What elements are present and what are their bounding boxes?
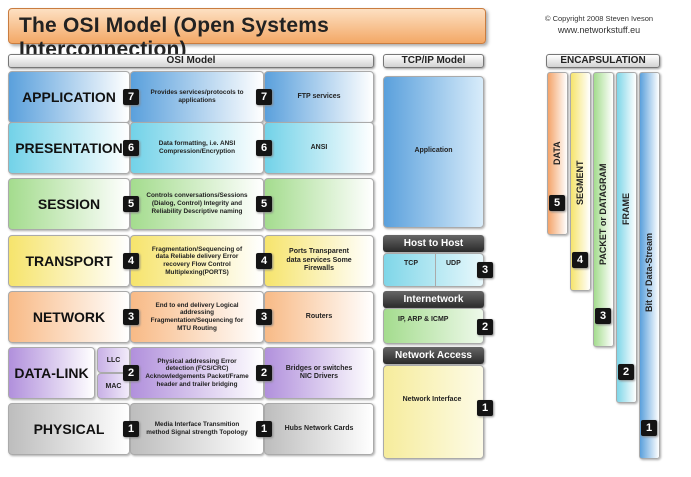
website: www.networkstuff.eu bbox=[557, 25, 641, 35]
encapsulation-number: 5 bbox=[549, 195, 565, 211]
tcp-udp-divider bbox=[435, 254, 436, 286]
osi-layer-number-right: 3 bbox=[256, 309, 272, 325]
tcp-label: TCP bbox=[404, 260, 418, 267]
tcpip-application-label: Application bbox=[414, 147, 453, 154]
osi-layer-description-text: Data formatting, i.e. ANSI Compression/E… bbox=[158, 140, 236, 155]
osi-layer-examples: Hubs Network Cards bbox=[264, 403, 374, 455]
osi-layer-description-text: Controls conversations/Sessions (Dialog,… bbox=[146, 192, 248, 215]
osi-layer-examples-text: Ports Transparent data services Some Fir… bbox=[286, 248, 352, 273]
encapsulation-number: 2 bbox=[618, 364, 634, 380]
encapsulation-header: ENCAPSULATION bbox=[546, 54, 660, 68]
osi-layer-number: 6 bbox=[123, 140, 139, 156]
osi-layer-description: Physical addressing Error detection (FCS… bbox=[130, 347, 264, 399]
osi-layer-name-session: SESSION bbox=[8, 178, 130, 230]
osi-layer-examples-text: Hubs Network Cards bbox=[284, 424, 354, 432]
internetwork-block: IP, ARP & ICMP 2 bbox=[383, 308, 493, 344]
encapsulation-number: 3 bbox=[595, 308, 611, 324]
osi-layer-description-text: End to end delivery Logical addressing F… bbox=[150, 301, 244, 332]
osi-layer-description: Fragmentation/Sequencing of data Reliabl… bbox=[130, 235, 264, 287]
internetwork-number: 2 bbox=[477, 319, 493, 335]
encapsulation-number: 1 bbox=[641, 420, 657, 436]
osi-layer-description-text: Media Interface Transmition method Signa… bbox=[146, 421, 248, 436]
internetwork-label: IP, ARP & ICMP bbox=[398, 316, 449, 323]
osi-layer-number: 1 bbox=[123, 421, 139, 437]
osi-model-header: OSI Model bbox=[8, 54, 374, 68]
osi-layer-examples: Ports Transparent data services Some Fir… bbox=[264, 235, 374, 287]
osi-layer-name-transport: TRANSPORT bbox=[8, 235, 130, 287]
osi-layer-number: 4 bbox=[123, 253, 139, 269]
encapsulation-number: 4 bbox=[572, 252, 588, 268]
osi-layer-description: Data formatting, i.e. ANSI Compression/E… bbox=[130, 122, 264, 174]
tcpip-model-header: TCP/IP Model bbox=[383, 54, 484, 68]
osi-layer-description: Controls conversations/Sessions (Dialog,… bbox=[130, 178, 264, 230]
osi-layer-number-right: 6 bbox=[256, 140, 272, 156]
osi-layer-examples-text: Bridges or switches NIC Drivers bbox=[285, 364, 353, 380]
osi-layer-examples: Bridges or switches NIC Drivers bbox=[264, 347, 374, 399]
host-to-host-block: TCP UDP 3 bbox=[383, 253, 493, 287]
encapsulation-bar-5 bbox=[639, 72, 660, 459]
network-access-header: Network Access bbox=[383, 347, 484, 364]
encapsulation-label: FRAME bbox=[621, 193, 631, 225]
network-access-number: 1 bbox=[477, 400, 493, 416]
osi-layer-name-presentation: PRESENTATION bbox=[8, 122, 130, 174]
osi-layer-name-data-link: DATA-LINK bbox=[8, 347, 95, 399]
osi-layer-description-text: Provides services/protocols to applicati… bbox=[150, 89, 244, 104]
osi-layer-number: 7 bbox=[123, 89, 139, 105]
encapsulation-label: SEGMENT bbox=[575, 160, 585, 205]
osi-layer-examples bbox=[264, 178, 374, 230]
osi-layer-number: 5 bbox=[123, 196, 139, 212]
osi-layer-name-physical: PHYSICAL bbox=[8, 403, 130, 455]
network-access-block: Network Interface 1 bbox=[383, 365, 493, 459]
encapsulation-label: PACKET or DATAGRAM bbox=[598, 163, 608, 266]
osi-layer-examples: ANSI bbox=[264, 122, 374, 174]
osi-layer-number-right: 7 bbox=[256, 89, 272, 105]
osi-layer-description-text: Fragmentation/Sequencing of data Reliabl… bbox=[151, 245, 243, 276]
osi-layer-name-application: APPLICATION bbox=[8, 71, 130, 123]
tcpip-application-block: Application bbox=[383, 76, 484, 228]
osi-layer-number-right: 5 bbox=[256, 196, 272, 212]
osi-layer-name-network: NETWORK bbox=[8, 291, 130, 343]
internetwork-header: Internetwork bbox=[383, 291, 484, 308]
encapsulation-bar-1 bbox=[547, 72, 568, 235]
encapsulation-label: DATA bbox=[552, 141, 562, 165]
osi-layer-description: Media Interface Transmition method Signa… bbox=[130, 403, 264, 455]
host-to-host-header: Host to Host bbox=[383, 235, 484, 252]
encapsulation-bar-3 bbox=[593, 72, 614, 347]
sublayer-llc: LLC bbox=[97, 347, 130, 373]
network-access-label: Network Interface bbox=[402, 396, 462, 403]
udp-label: UDP bbox=[446, 260, 461, 267]
osi-layer-examples-text: ANSI bbox=[310, 143, 328, 151]
osi-layer-number: 3 bbox=[123, 309, 139, 325]
osi-layer-examples-text: Routers bbox=[305, 312, 333, 320]
page-title: The OSI Model (Open Systems Interconnect… bbox=[8, 8, 486, 61]
osi-layer-number-right: 2 bbox=[256, 365, 272, 381]
encapsulation-bar-2 bbox=[570, 72, 591, 291]
osi-layer-description: End to end delivery Logical addressing F… bbox=[130, 291, 264, 343]
osi-layer-description: Provides services/protocols to applicati… bbox=[130, 71, 264, 123]
osi-layer-examples: Routers bbox=[264, 291, 374, 343]
encapsulation-bar-4 bbox=[616, 72, 637, 403]
copyright: © Copyright 2008 Steven Iveson bbox=[544, 14, 654, 23]
osi-layer-examples: FTP services bbox=[264, 71, 374, 123]
osi-layer-number: 2 bbox=[123, 365, 139, 381]
osi-layer-number-right: 4 bbox=[256, 253, 272, 269]
osi-layer-examples-text: FTP services bbox=[297, 92, 341, 100]
encapsulation-label: Bit or Data-Stream bbox=[644, 232, 654, 312]
osi-layer-description-text: Physical addressing Error detection (FCS… bbox=[145, 357, 249, 388]
osi-layer-number-right: 1 bbox=[256, 421, 272, 437]
host-to-host-number: 3 bbox=[477, 262, 493, 278]
